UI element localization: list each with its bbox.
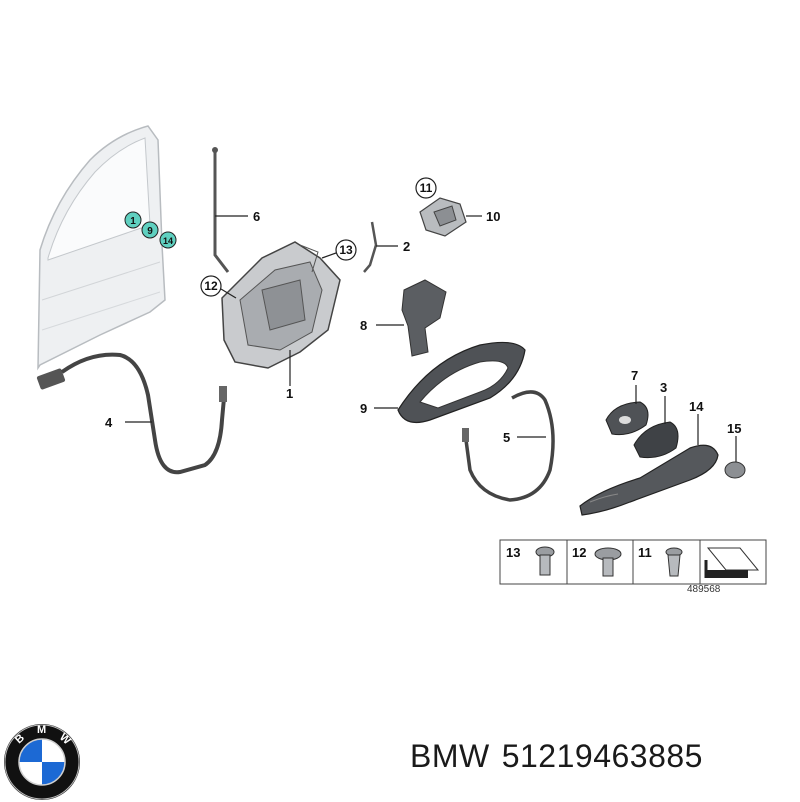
cap-15-illustration [724,461,746,479]
cover-3-illustration [633,421,679,459]
callout-6: 6 [253,209,260,224]
door-callout-14: 14 [159,231,177,249]
door-callout-9: 9 [141,221,159,239]
callout-8: 8 [360,318,367,333]
callout-1: 1 [286,386,293,401]
callout-3: 3 [660,380,667,395]
striker-10-illustration [419,197,467,237]
legend-label-11: 11 [638,545,652,560]
cap-7-illustration [605,401,649,436]
screw-13-icon [535,546,555,576]
callout-13: 13 [339,243,353,257]
svg-text:14: 14 [163,236,173,246]
rod-6-illustration [212,147,230,273]
fastener-legend: 13 12 11 [499,539,767,585]
part-caption: BMW 51219463885 [410,738,715,775]
callout-2: 2 [403,239,410,254]
legend-label-12: 12 [572,545,586,560]
door-callout-1: 1 [124,211,142,229]
callout-14: 14 [689,399,704,414]
arrow-corner-icon [704,547,760,578]
callout-5: 5 [503,430,510,445]
door-lock-1-illustration [221,241,341,369]
svg-text:1: 1 [130,216,136,227]
diagram-reference-code: 489568 [687,584,721,595]
bmw-logo: B M W [4,724,80,800]
svg-text:9: 9 [147,226,153,237]
cable-5-illustration [462,390,555,502]
callout-7: 7 [631,368,638,383]
handle-carrier-9-illustration [397,341,526,423]
callout-11: 11 [420,181,433,195]
callout-12-circle [200,275,222,297]
callout-11-circle [415,177,437,199]
door-illustration [37,125,166,371]
cable-4-illustration [36,352,227,475]
brand-name: BMW [410,738,490,774]
svg-text:M: M [37,724,46,736]
screw-11-icon [665,547,683,577]
callout-12: 12 [204,279,218,293]
callout-13-circle [335,239,357,261]
part-number: 51219463885 [501,738,703,774]
callout-10: 10 [486,209,500,224]
callout-9: 9 [360,401,367,416]
callout-15: 15 [727,421,741,436]
callout-4: 4 [105,415,113,430]
screw-12-icon [594,547,622,577]
legend-label-13: 13 [506,545,520,560]
handle-14-illustration [579,444,719,516]
bracket-8-illustration [401,279,447,357]
rod-2-illustration [363,221,378,273]
